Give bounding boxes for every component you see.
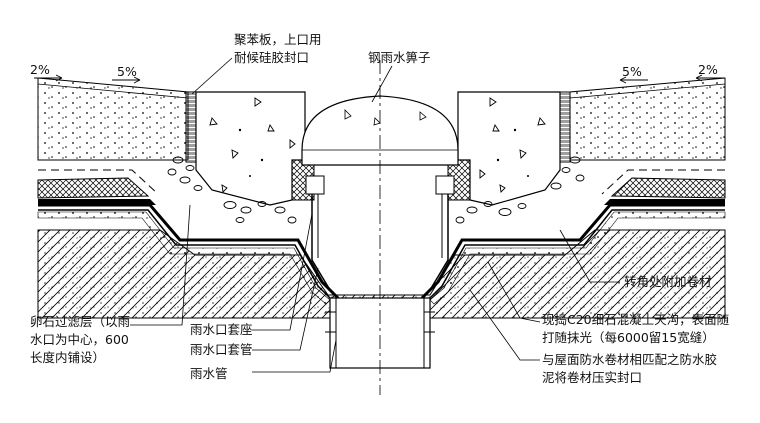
slope-right-inner: 5% (622, 64, 642, 79)
label-drain-seat: 雨水口套座 (190, 322, 253, 337)
label-sealant-line1: 与屋面防水卷材相匹配之防水胶 (542, 352, 718, 367)
label-gutter-line2: 打随抹光（每6000留15宽缝） (542, 330, 715, 345)
label-sealant-line2: 泥将卷材压实封口 (542, 370, 643, 385)
label-gravel-line2: 水口为中心，600 (30, 332, 129, 347)
label-drain-sleeve: 雨水口套管 (190, 342, 253, 357)
label-polystyrene-line2: 耐候硅胶封口 (234, 50, 310, 65)
label-gravel-line1: 卵石过滤层（以雨 (30, 314, 131, 329)
label-gutter-line1: 现捣C20细石混凝土天沟，表面随 (542, 312, 730, 327)
polystyrene-right (559, 91, 571, 163)
label-steel-grate: 钢雨水箅子 (368, 50, 431, 65)
label-polystyrene-line1: 聚苯板，上口用 (234, 32, 322, 47)
insulation-left (37, 177, 150, 199)
gutter-concrete-right (457, 91, 561, 206)
slope-left-inner: 5% (117, 64, 137, 79)
screed-right (429, 211, 726, 305)
label-gravel-line3: 长度内铺设） (30, 350, 106, 365)
membrane-left-2 (38, 209, 333, 301)
dashed-layer-right (601, 169, 725, 195)
membrane-right-2 (427, 209, 725, 301)
slope-right-outer: 2% (698, 62, 718, 77)
roof-top-left (37, 77, 189, 161)
slab-dots (38, 230, 725, 318)
insulation-right (610, 177, 726, 199)
roof-top-right (569, 77, 726, 161)
drain-pipe (329, 297, 431, 369)
screed-left (37, 211, 331, 305)
slope-left-outer: 2% (30, 62, 50, 77)
gutter-concrete-left (195, 91, 306, 206)
label-extra-membrane: 转角处附加卷材 (624, 274, 712, 289)
label-drain-pipe: 雨水管 (190, 366, 228, 381)
polystyrene-left (185, 91, 197, 163)
dashed-layer-left (38, 169, 159, 195)
